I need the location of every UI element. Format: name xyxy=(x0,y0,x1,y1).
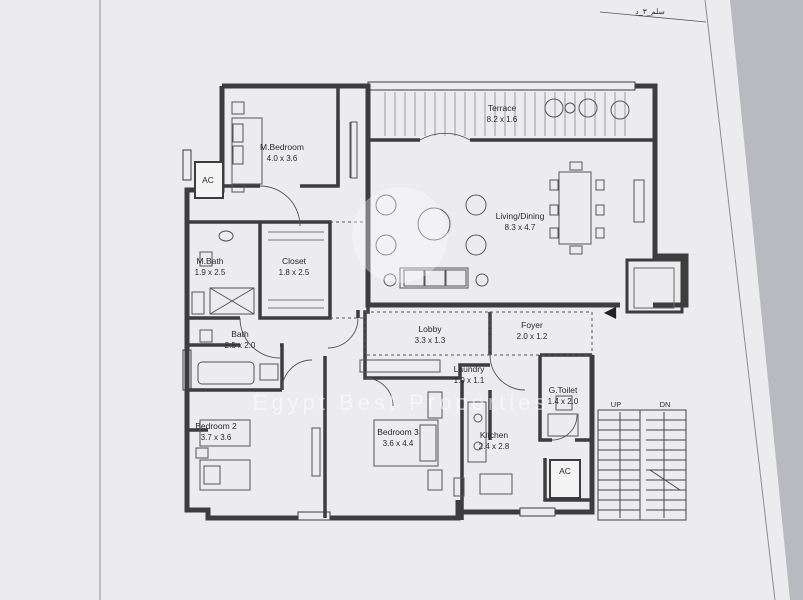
closet-rails xyxy=(268,231,324,309)
guest-toilet-name: G.Toilet xyxy=(549,385,578,395)
foyer-name: Foyer xyxy=(521,320,543,330)
watermark-logo-icon xyxy=(352,187,448,283)
bedroom2-name: Bedroom 2 xyxy=(195,421,237,431)
entrance-arrow-icon: ◀ xyxy=(604,304,617,321)
master-bed xyxy=(231,101,358,193)
bedroom3-size: 3.6 x 4.4 xyxy=(383,439,414,448)
dashed-boundaries xyxy=(330,221,593,356)
laundry-size: 1.0 x 1.1 xyxy=(454,376,485,385)
next-page-edge xyxy=(730,0,803,600)
stairs-down-label: DN xyxy=(660,400,671,409)
kitchen-counters xyxy=(453,395,579,497)
ac-bottom-label: AC xyxy=(559,466,571,476)
stairs-up-label: UP xyxy=(611,400,621,409)
ac-unit-top xyxy=(194,161,224,199)
master-bath-name: M.Bath xyxy=(197,256,224,266)
closet-size: 1.8 x 2.5 xyxy=(279,268,310,277)
master-bedroom-size: 4.0 x 3.6 xyxy=(267,154,298,163)
lobby-name: Lobby xyxy=(418,324,442,334)
bath-size: 2.5 x 2.0 xyxy=(225,341,256,350)
bedroom2-beds xyxy=(195,419,321,491)
master-bath-fixtures xyxy=(191,230,255,315)
living-dining-size: 8.3 x 4.7 xyxy=(505,223,536,232)
master-bath-size: 1.9 x 2.5 xyxy=(195,268,226,277)
terrace-name: Terrace xyxy=(488,103,517,113)
living-dining-name: Living/Dining xyxy=(496,211,545,221)
guest-toilet-size: 1.4 x 2.0 xyxy=(548,397,579,406)
bedroom3-bed xyxy=(359,359,443,491)
ac-top-label: AC xyxy=(202,175,214,185)
master-bedroom-name: M.Bedroom xyxy=(260,142,304,152)
watermark-text: Egypt Best Properties xyxy=(253,390,550,415)
header-script: سلم_٣_د xyxy=(635,7,665,16)
header-underline xyxy=(599,11,707,23)
terrace-size: 8.2 x 1.6 xyxy=(487,115,518,124)
lobby-size: 3.3 x 1.3 xyxy=(415,336,446,345)
laundry-name: Laundry xyxy=(454,364,485,374)
bedroom3-name: Bedroom 3 xyxy=(377,427,419,437)
kitchen-size: 2.4 x 2.8 xyxy=(479,442,510,451)
kitchen-name: Kitchen xyxy=(480,430,509,440)
ac-unit-bottom xyxy=(549,459,581,499)
living-furniture xyxy=(375,161,645,289)
bath-fixtures xyxy=(197,329,279,385)
door-swings xyxy=(239,132,578,441)
bath-name: Bath xyxy=(231,329,249,339)
terrace-deck-hatch xyxy=(384,92,626,136)
foyer-size: 2.0 x 1.2 xyxy=(517,332,548,341)
service-shaft-inner xyxy=(633,267,675,309)
bedroom2-size: 3.7 x 3.6 xyxy=(201,433,232,442)
closet-name: Closet xyxy=(282,256,307,266)
window-bands xyxy=(182,81,636,521)
service-shaft xyxy=(625,258,684,314)
page-margin-line-right xyxy=(704,0,776,600)
terrace-chairs xyxy=(544,98,630,120)
staircase xyxy=(597,409,687,521)
